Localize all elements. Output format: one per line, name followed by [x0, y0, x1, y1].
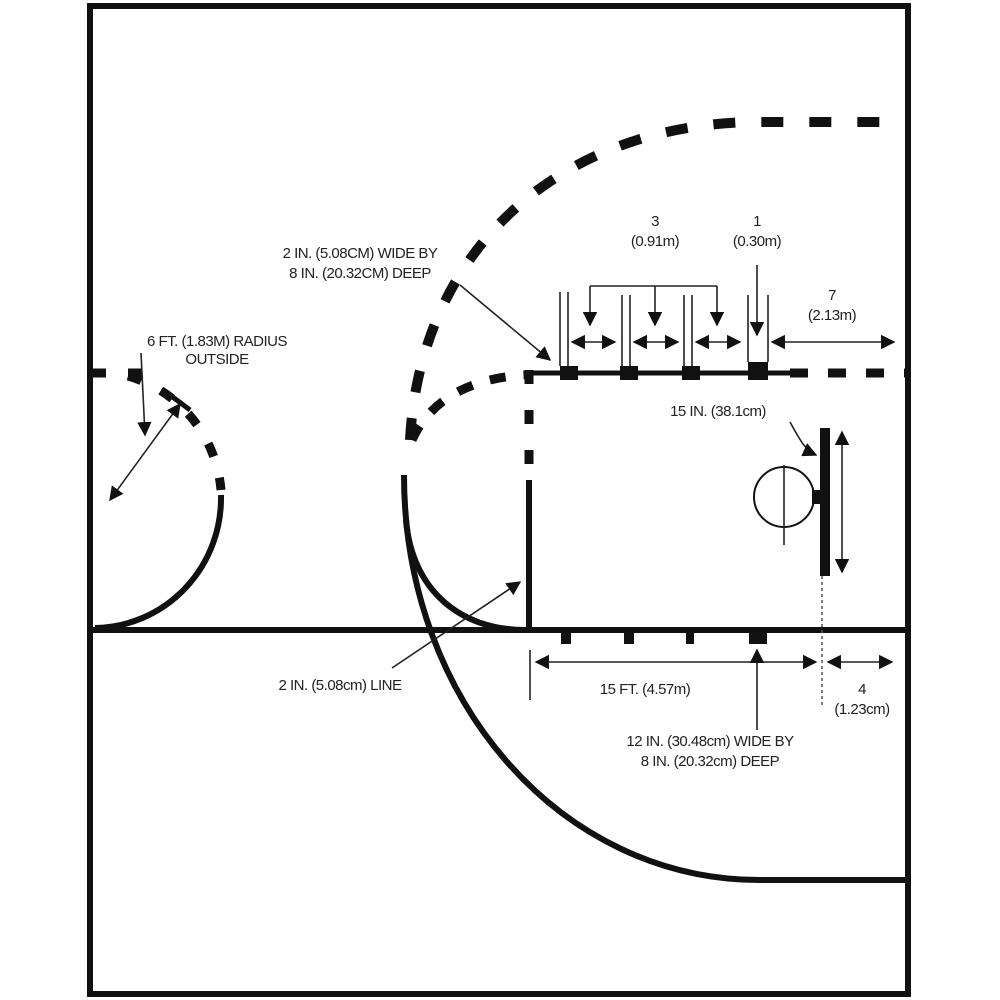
- small-hash-pointer: [459, 284, 552, 361]
- line-width-pointer: [391, 581, 522, 669]
- baseline-ft-label: 4: [858, 681, 866, 698]
- left-circle-solid: [94, 494, 225, 631]
- spacing-3-m: (0.91m): [631, 233, 680, 250]
- spacing-bracket: [570, 265, 896, 350]
- three-point-arc-solid: [401, 474, 906, 883]
- spacing-7-m: (2.13m): [808, 307, 857, 324]
- spacing-1-ft: 1: [753, 213, 761, 230]
- small-hash-label-1: 2 IN. (5.08CM) WIDE BY: [283, 245, 438, 262]
- hash-extension-lines: [559, 292, 769, 366]
- radius-down-arrow: [137, 352, 152, 437]
- spacing-7-ft: 7: [828, 287, 836, 304]
- free-throw-arc-solid: [403, 519, 526, 633]
- radius-label-2: OUTSIDE: [185, 351, 249, 368]
- backboard: [820, 428, 830, 576]
- lane-hash-marks-top: [560, 362, 768, 380]
- ft-distance-label: 15 FT. (4.57m): [600, 681, 691, 698]
- spacing-1-m: (0.30m): [733, 233, 782, 250]
- spacing-3-ft: 3: [651, 213, 659, 230]
- large-hash-label-2: 8 IN. (20.32cm) DEEP: [641, 753, 780, 770]
- radius-tick: [168, 393, 192, 412]
- large-hash-label-1: 12 IN. (30.48cm) WIDE BY: [626, 733, 794, 750]
- lane-hash-marks-bottom: [561, 630, 767, 644]
- rim-connector: [812, 490, 822, 504]
- small-hash-label-2: 8 IN. (20.32CM) DEEP: [289, 265, 431, 282]
- radius-label-1: 6 FT. (1.83M) RADIUS: [147, 333, 288, 350]
- rim-offset-label: 15 IN. (38.1cm): [670, 403, 766, 420]
- free-throw-arc-dashed: [407, 370, 526, 442]
- baseline-m-label: (1.23cm): [834, 701, 890, 718]
- court-boundary: [87, 3, 911, 997]
- left-circle-dashed: [126, 371, 226, 491]
- rim-offset-arrow: [789, 421, 818, 457]
- three-point-arc-dashed: [405, 117, 906, 441]
- line-width-label: 2 IN. (5.08cm) LINE: [278, 677, 402, 694]
- radius-arrow: [109, 402, 181, 502]
